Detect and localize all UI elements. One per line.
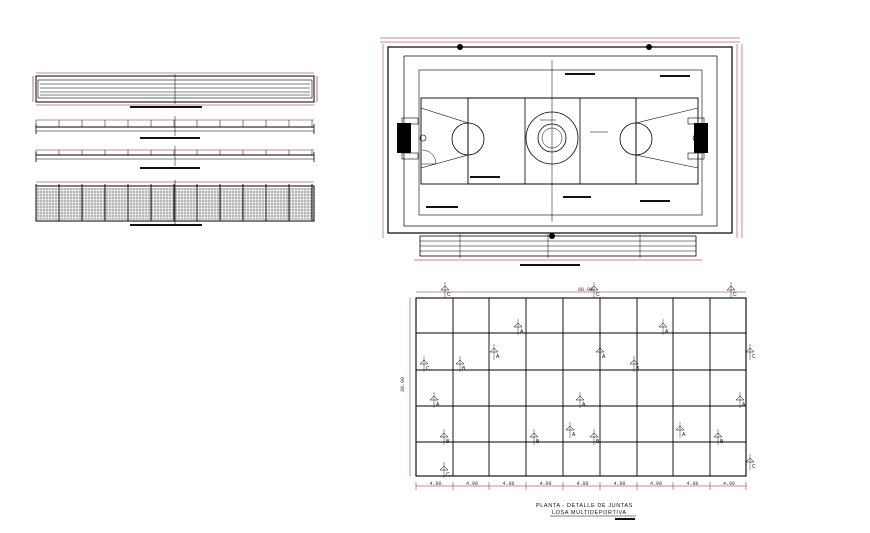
section-3-caption	[140, 167, 200, 169]
joint-tag-label: C	[752, 464, 756, 470]
joint-marker: C	[589, 282, 600, 298]
joint-tag-label: A	[582, 402, 586, 408]
joint-tag-label: A	[742, 402, 746, 408]
joint-marker: B	[713, 429, 724, 445]
bay-dimension: 4.00	[687, 481, 699, 487]
section-2-caption	[140, 137, 200, 139]
joint-tag-label: C	[733, 292, 737, 298]
joint-marker: A	[565, 422, 576, 438]
bay-dimension: 4.00	[503, 481, 515, 487]
side-dimension: 30.00	[400, 377, 406, 392]
section-3	[35, 146, 315, 166]
court-bottom-elevation	[414, 234, 702, 261]
joint-tag-label: A	[572, 432, 576, 438]
court-bottom-caption	[520, 264, 580, 266]
joint-marker: C	[745, 344, 756, 360]
joint-marker: B	[629, 356, 640, 372]
joint-tags: C C C A A C B A A B C A A A B B A B A B C C	[419, 282, 756, 478]
joint-marker: C	[440, 282, 451, 298]
joint-tag-label: C	[752, 354, 756, 360]
overall-dimension: 88.00	[578, 287, 593, 293]
fence-elevation-caption	[130, 224, 202, 226]
joint-tag-label: C	[447, 292, 451, 298]
joint-marker: B	[455, 356, 466, 372]
bay-dimension: 4.00	[430, 481, 442, 487]
joint-marker: A	[658, 319, 669, 335]
joint-marker: A	[595, 344, 606, 360]
bay-dimension: 4.00	[650, 481, 662, 487]
drawing-subtitle: LOSA MULTIDEPORTIVA	[552, 510, 627, 516]
joint-tag-label: A	[602, 354, 606, 360]
joint-tag-label: A	[436, 402, 440, 408]
joint-tag-label: C	[426, 366, 430, 372]
joint-tag-label: B	[596, 439, 600, 445]
elevation-1	[32, 72, 318, 106]
fence-elevation	[35, 180, 315, 224]
joint-marker: C	[745, 454, 756, 470]
joint-marker: C	[726, 282, 737, 298]
bay-dimension: 4.00	[614, 481, 626, 487]
joint-tag-label: C	[446, 472, 450, 478]
bay-dimension: 4.00	[723, 481, 735, 487]
joint-marker: A	[429, 392, 440, 408]
section-2	[35, 116, 315, 136]
joint-marker: C	[439, 462, 450, 478]
joint-marker: B	[439, 429, 450, 445]
joint-tag-label: A	[496, 354, 500, 360]
bay-dimension: 4.00	[466, 481, 478, 487]
joint-tag-label: A	[520, 329, 524, 335]
dimension-labels: 4.00 4.00 4.00 4.00 4.00 4.00 4.00 4.00 4.00	[430, 481, 736, 487]
joint-tag-label: B	[636, 366, 640, 372]
joint-marker: A	[675, 422, 686, 438]
drawing-title: PLANTA - DETALLE DE JUNTAS	[536, 503, 633, 509]
bay-dimension: 4.00	[577, 481, 589, 487]
joint-tag-label: B	[536, 439, 540, 445]
bay-dimension: 4.00	[540, 481, 552, 487]
joint-tag-label: C	[596, 292, 600, 298]
joint-tag-label: B	[446, 439, 450, 445]
title-block: PLANTA - DETALLE DE JUNTAS LOSA MULTIDEP…	[536, 503, 636, 520]
joint-marker: B	[589, 429, 600, 445]
court-plan	[380, 37, 743, 239]
joint-plan	[409, 291, 747, 490]
joint-marker: A	[513, 319, 524, 335]
joint-marker: A	[735, 392, 746, 408]
joint-marker: A	[489, 344, 500, 360]
joint-tag-label: B	[462, 366, 466, 372]
elevation-1-caption	[130, 106, 202, 108]
joint-tag-label: B	[720, 439, 724, 445]
joint-marker: C	[419, 356, 430, 372]
joint-tag-label: A	[665, 329, 669, 335]
joint-marker: B	[529, 429, 540, 445]
joint-marker: A	[575, 392, 586, 408]
joint-tag-label: A	[682, 432, 686, 438]
